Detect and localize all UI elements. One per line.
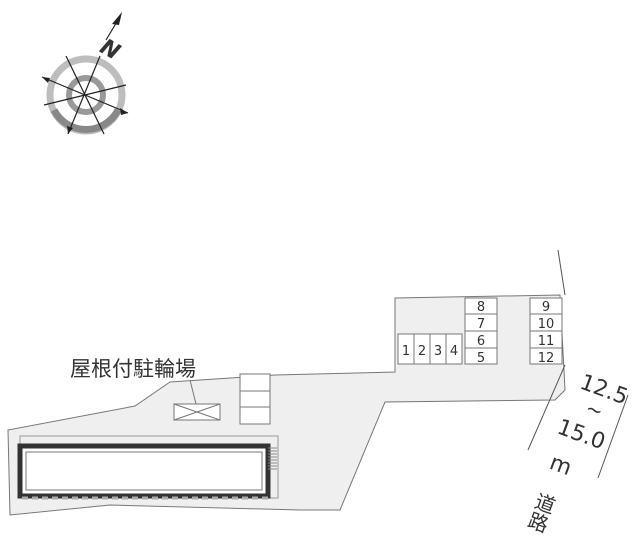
svg-text:2: 2 xyxy=(418,344,426,359)
svg-text:7: 7 xyxy=(477,317,485,332)
road-unit: m xyxy=(546,450,575,481)
bicycle-parking-area xyxy=(173,403,221,421)
storage-boxes xyxy=(239,373,271,425)
svg-text:5: 5 xyxy=(477,351,485,366)
parking-column-right: 9 10 11 12 xyxy=(529,297,563,366)
svg-text:3: 3 xyxy=(434,344,442,359)
apartment-building xyxy=(17,435,279,500)
svg-text:4: 4 xyxy=(450,344,458,359)
compass-rose-icon xyxy=(41,12,129,135)
svg-text:11: 11 xyxy=(538,334,555,349)
svg-text:9: 9 xyxy=(542,300,550,315)
svg-text:8: 8 xyxy=(477,300,485,315)
svg-text:1: 1 xyxy=(402,344,410,359)
road-label: 道路 xyxy=(522,489,558,535)
bicycle-parking-label: 屋根付駐輪場 xyxy=(70,357,196,381)
svg-text:~: ~ xyxy=(583,395,607,423)
parking-row-horizontal: 1 2 3 4 xyxy=(397,333,463,365)
parking-column-middle: 8 7 6 5 xyxy=(464,297,498,366)
svg-text:10: 10 xyxy=(538,317,555,332)
road-width-label: 12.5 ~ 15.0 xyxy=(554,370,631,455)
svg-text:15.0: 15.0 xyxy=(554,415,609,455)
svg-text:6: 6 xyxy=(477,334,485,349)
svg-text:12: 12 xyxy=(538,351,555,366)
